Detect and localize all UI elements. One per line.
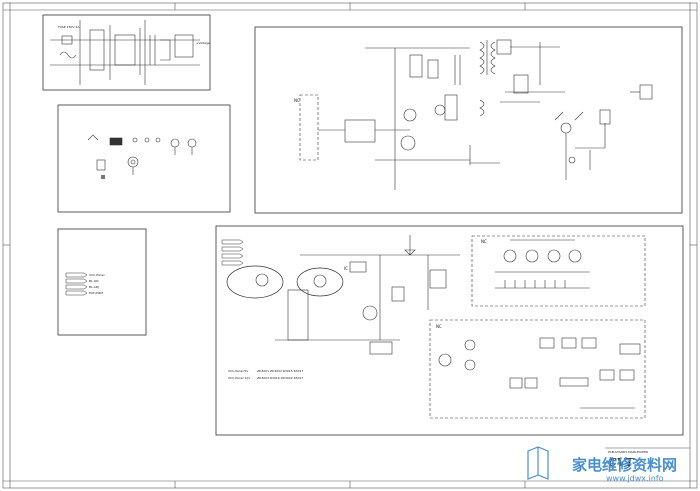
driver-block: NC NC IC VCC-Panel 5V ZD3001 ZD3002 R301… (215, 225, 684, 436)
title-block-text: PCB-STAND3 MAIN-POWER (608, 450, 648, 454)
note-row2-parts: ZD3003 R3016 ZD3002 R3017 (257, 376, 303, 380)
watermark-url: www.jdwx.info (606, 474, 664, 483)
interface-block: VCC-Panel BL-ON BL-ADJ EXT-PWM (57, 228, 147, 336)
manufacturer-logo: CVT (608, 456, 634, 469)
connector-block (57, 104, 231, 213)
note-row2-lead: VCC-Panel 12V (228, 376, 251, 380)
net-label-1: VCC-Panel (89, 273, 105, 277)
note-row1-lead: VCC-Panel 5V (228, 369, 249, 373)
psu-input-label: FUSE 250V 4A (58, 25, 80, 29)
nc-mark-3: NC (436, 324, 442, 329)
psu-input-block: FUSE 250V 4A +Voltage (42, 14, 211, 91)
main-power-block: NC (254, 26, 683, 214)
note-row1-parts: ZD3001 ZD3002 R3015 R3017 (257, 369, 303, 373)
book-icon (527, 446, 549, 480)
psu-output-label: +Voltage (196, 41, 210, 45)
net-label-4: EXT-PWM (89, 291, 103, 295)
nc-mark-1: NC (294, 98, 300, 103)
net-label-2: BL-ON (89, 279, 98, 283)
ic-mark: IC (344, 266, 348, 271)
title-block: PCB-STAND3 MAIN-POWER CVT (605, 447, 690, 469)
nc-mark-2: NC (481, 239, 487, 244)
net-label-3: BL-ADJ (89, 285, 99, 289)
watermark: 家电维修资料网 www.jdwx.info (527, 446, 677, 483)
watermark-text-cn: 家电维修资料网 (572, 456, 677, 474)
